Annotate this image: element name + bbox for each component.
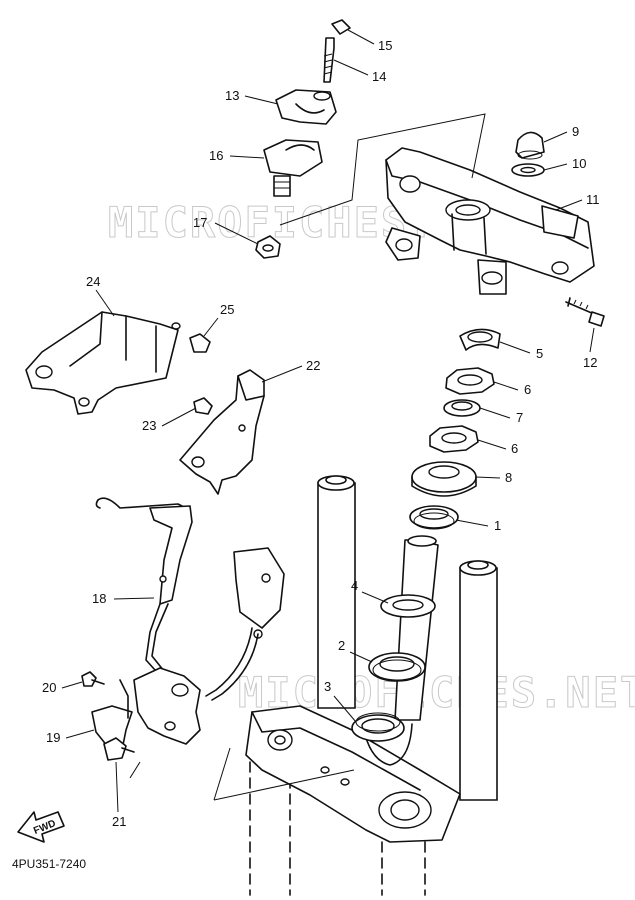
part-12-bolt <box>565 297 605 327</box>
fwd-arrow: FWD <box>17 811 65 843</box>
callout-leader-18 <box>113 597 155 600</box>
part-8-race-cover <box>411 461 477 497</box>
callout-leader-20 <box>61 681 83 689</box>
callout-label-1: 1 <box>494 518 501 533</box>
callout-label-8: 8 <box>505 470 512 485</box>
callout-leader-4 <box>361 591 389 604</box>
callout-leader-19 <box>65 729 95 739</box>
lower-bracket <box>245 705 461 843</box>
right-fork-tube <box>381 560 498 896</box>
callout-label-7: 7 <box>516 410 523 425</box>
callout-leader-13 <box>244 95 279 105</box>
part-22-bracket <box>179 369 265 495</box>
callout-label-6b: 6 <box>511 441 518 456</box>
part-24-bracket <box>25 311 181 415</box>
callout-leader-8 <box>475 476 501 479</box>
callout-label-20: 20 <box>42 680 56 695</box>
part-15-bolt-head <box>331 19 351 35</box>
callout-label-23: 23 <box>142 418 156 433</box>
part-3-lower-bearing <box>351 712 405 742</box>
part-10-washer <box>511 163 545 177</box>
part-20-screw <box>81 671 105 687</box>
callout-leader-11 <box>555 199 583 211</box>
callout-leader-6a <box>493 381 519 391</box>
callout-label-14: 14 <box>372 69 386 84</box>
callout-label-3: 3 <box>324 679 331 694</box>
callout-label-4: 4 <box>351 578 358 593</box>
callout-leader-2 <box>349 651 373 663</box>
callout-label-12: 12 <box>583 355 597 370</box>
assembly-line-c <box>213 769 355 801</box>
part-2-bearing <box>368 652 426 682</box>
part-21-bolt <box>103 737 135 761</box>
callout-label-21: 21 <box>112 814 126 829</box>
part-4-dust-seal <box>380 594 436 618</box>
callout-label-6a: 6 <box>524 382 531 397</box>
callout-leader-1 <box>455 519 489 527</box>
part-13-upper-holder <box>275 89 337 125</box>
callout-label-24: 24 <box>86 274 100 289</box>
part-7-washer <box>443 399 481 417</box>
callout-label-19: 19 <box>46 730 60 745</box>
part-5-washer <box>459 328 501 351</box>
part-6-ring-nut-lower <box>429 425 479 453</box>
callout-label-15: 15 <box>378 38 392 53</box>
callout-leader-12 <box>589 327 595 353</box>
callout-label-2: 2 <box>338 638 345 653</box>
callout-label-25: 25 <box>220 302 234 317</box>
part-17-nut <box>255 235 281 259</box>
callout-leader-23 <box>161 407 197 427</box>
part-23-grommet <box>193 397 213 415</box>
callout-label-13: 13 <box>225 88 239 103</box>
callout-label-9: 9 <box>572 124 579 139</box>
callout-label-22: 22 <box>306 358 320 373</box>
diagram-code: 4PU351-7240 <box>12 857 86 871</box>
assembly-line-a <box>129 761 141 779</box>
callout-leader-22 <box>261 365 303 383</box>
part-14-bolt <box>323 37 335 83</box>
callout-leader-14 <box>333 59 369 76</box>
callout-label-11: 11 <box>586 192 600 207</box>
part-25-grommet <box>189 333 211 353</box>
part-16-lower-holder <box>263 139 323 197</box>
part-6-ring-nut-upper <box>445 367 495 395</box>
callout-label-17: 17 <box>193 215 207 230</box>
left-fork-tube <box>249 475 356 896</box>
callout-leader-15 <box>347 29 375 45</box>
callout-leader-3 <box>333 695 357 723</box>
callout-leader-24 <box>95 289 115 317</box>
callout-leader-7 <box>479 407 511 419</box>
callout-label-16: 16 <box>209 148 223 163</box>
callout-leader-10 <box>543 163 568 171</box>
callout-leader-9 <box>543 131 568 143</box>
callout-leader-6b <box>477 439 507 450</box>
part-11-upper-bracket <box>385 147 595 295</box>
assembly-line-holder <box>279 113 486 226</box>
callout-leader-16 <box>229 155 265 159</box>
callout-leader-17 <box>214 222 259 245</box>
callout-label-18: 18 <box>92 591 106 606</box>
part-9-cap-nut <box>515 131 545 160</box>
callout-label-5: 5 <box>536 346 543 361</box>
part-1-upper-bearing <box>409 505 459 530</box>
callout-label-10: 10 <box>572 156 586 171</box>
callout-leader-5 <box>499 341 531 354</box>
callout-leader-25 <box>203 317 219 337</box>
assembly-line-b <box>213 747 231 801</box>
callout-leader-21 <box>115 761 119 813</box>
